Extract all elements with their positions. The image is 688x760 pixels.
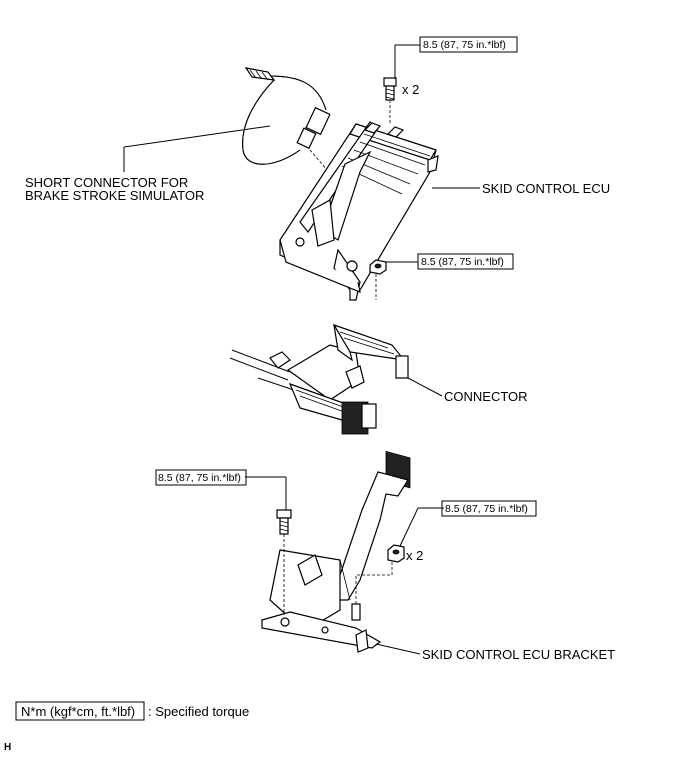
legend-unit-box bbox=[15, 701, 145, 721]
torque-value-bracket-nut: 8.5 (87, 75 in.*lbf) bbox=[445, 503, 528, 515]
ecu-connectors-part bbox=[229, 323, 443, 489]
torque-value-ecu-top-bolt: 8.5 (87, 75 in.*lbf) bbox=[423, 39, 506, 51]
legend-description: : Specified torque bbox=[148, 704, 249, 719]
bracket-bolt bbox=[245, 476, 292, 615]
label-skid-control-ecu: SKID CONTROL ECU bbox=[482, 181, 610, 196]
ecu-nut bbox=[369, 259, 418, 300]
torque-box-bracket-nut bbox=[441, 500, 537, 517]
torque-value-bracket-bolt: 8.5 (87, 75 in.*lbf) bbox=[158, 472, 241, 484]
quantity-bracket-nut: x 2 bbox=[406, 548, 423, 563]
torque-value-ecu-nut: 8.5 (87, 75 in.*lbf) bbox=[421, 256, 504, 268]
label-short-connector-line2: BRAKE STROKE SIMULATOR bbox=[25, 188, 204, 203]
bracket-nut bbox=[355, 507, 444, 605]
label-connector: CONNECTOR bbox=[444, 389, 528, 404]
torque-box-ecu-nut bbox=[417, 253, 514, 270]
torque-box-bracket-bolt bbox=[155, 469, 247, 486]
corner-mark: H bbox=[4, 742, 11, 753]
legend-unit-text: N*m (kgf*cm, ft.*lbf) bbox=[21, 704, 135, 719]
skid-control-ecu-part bbox=[279, 121, 480, 301]
ecu-top-bolt bbox=[383, 44, 420, 125]
quantity-ecu-top-bolt: x 2 bbox=[402, 82, 419, 97]
skid-control-ecu-bracket-part bbox=[261, 471, 421, 655]
short-connector-harness bbox=[123, 67, 341, 186]
torque-box-ecu-top-bolt bbox=[419, 36, 518, 53]
label-skid-control-ecu-bracket: SKID CONTROL ECU BRACKET bbox=[422, 647, 615, 662]
label-short-connector-line1: SHORT CONNECTOR FOR bbox=[25, 175, 188, 190]
